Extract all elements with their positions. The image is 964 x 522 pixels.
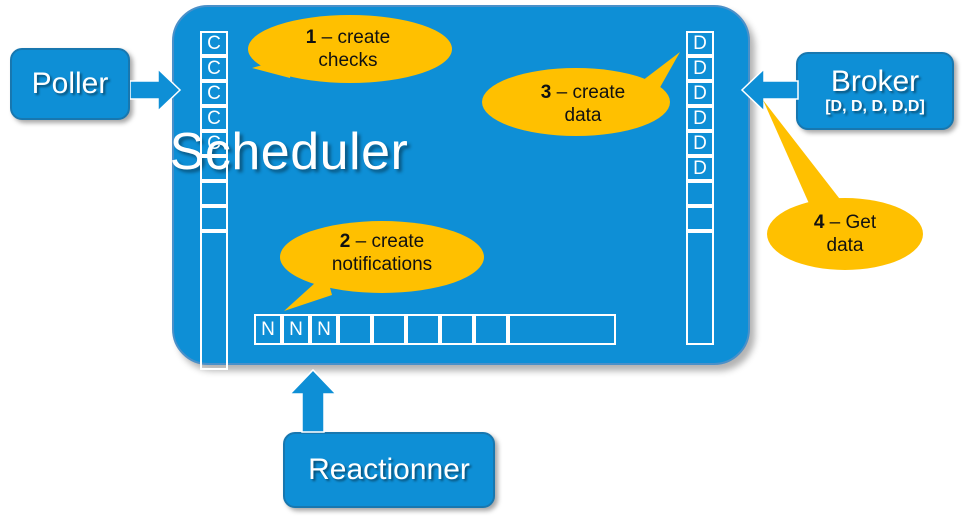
notifications-queue-cell[interactable] [440, 314, 474, 345]
checks-queue-cell-label: C [207, 58, 221, 79]
notifications-queue-cell[interactable]: N [282, 314, 310, 345]
broker-data-list: [D, D, D, D,D] [825, 98, 925, 116]
data-queue-cell-label: D [693, 33, 707, 54]
callout-2[interactable]: 2 – create notifications [270, 213, 494, 313]
data-queue-cell[interactable]: D [686, 56, 714, 81]
reactionner-to-scheduler-arrow [288, 368, 340, 434]
notifications-queue-cell[interactable]: N [254, 314, 282, 345]
notifications-queue-cell[interactable] [508, 314, 616, 345]
poller-node[interactable]: Poller [10, 48, 130, 120]
reactionner-label: Reactionner [308, 453, 470, 487]
broker-node[interactable]: Broker [D, D, D, D,D] [796, 52, 954, 130]
poller-to-scheduler-arrow [130, 66, 182, 114]
checks-queue-cell[interactable] [200, 181, 228, 206]
checks-queue-cell-label: C [207, 33, 221, 54]
data-queue-cell[interactable] [686, 181, 714, 206]
callout-3[interactable]: 3 – create data [478, 50, 688, 142]
notifications-queue-cell[interactable] [372, 314, 406, 345]
reactionner-node[interactable]: Reactionner [283, 432, 495, 508]
checks-queue-cell[interactable] [200, 156, 228, 181]
checks-queue-cell[interactable]: C [200, 106, 228, 131]
checks-queue-cell[interactable]: C [200, 31, 228, 56]
data-queue-cell[interactable]: D [686, 131, 714, 156]
checks-queue-cell-label: C [207, 133, 221, 154]
data-queue-cell-label: D [693, 83, 707, 104]
broker-to-scheduler-arrow [740, 66, 800, 114]
data-queue-cell-label: D [693, 158, 707, 179]
checks-queue-cell[interactable]: C [200, 81, 228, 106]
notifications-queue-cell[interactable] [406, 314, 440, 345]
checks-queue-cell[interactable]: C [200, 56, 228, 81]
notifications-queue-cell[interactable]: N [310, 314, 338, 345]
data-queue-cell-label: D [693, 58, 707, 79]
checks-queue-cell[interactable]: C [200, 131, 228, 156]
checks-queue-cell[interactable] [200, 231, 228, 370]
data-queue-cell-label: D [693, 108, 707, 129]
checks-queue-cell-label: C [207, 83, 221, 104]
data-queue-cell[interactable]: D [686, 106, 714, 131]
callout-1[interactable]: 1 – create checks [236, 8, 460, 102]
poller-label: Poller [31, 67, 109, 101]
checks-queue-cell[interactable] [200, 206, 228, 231]
notifications-queue-cell-label: N [289, 319, 303, 340]
checks-queue-cell-label: C [207, 108, 221, 129]
notifications-queue-cell-label: N [317, 319, 331, 340]
notifications-queue-cell-label: N [261, 319, 275, 340]
data-queue-cell[interactable]: D [686, 31, 714, 56]
callout-4[interactable]: 4 – Get data [757, 96, 933, 272]
data-queue-cell[interactable]: D [686, 81, 714, 106]
data-queue-cell[interactable] [686, 206, 714, 231]
notifications-queue-cell[interactable] [338, 314, 372, 345]
data-queue-cell-label: D [693, 133, 707, 154]
data-queue-cell[interactable] [686, 231, 714, 345]
notifications-queue-cell[interactable] [474, 314, 508, 345]
data-queue-cell[interactable]: D [686, 156, 714, 181]
broker-label: Broker [830, 64, 920, 98]
